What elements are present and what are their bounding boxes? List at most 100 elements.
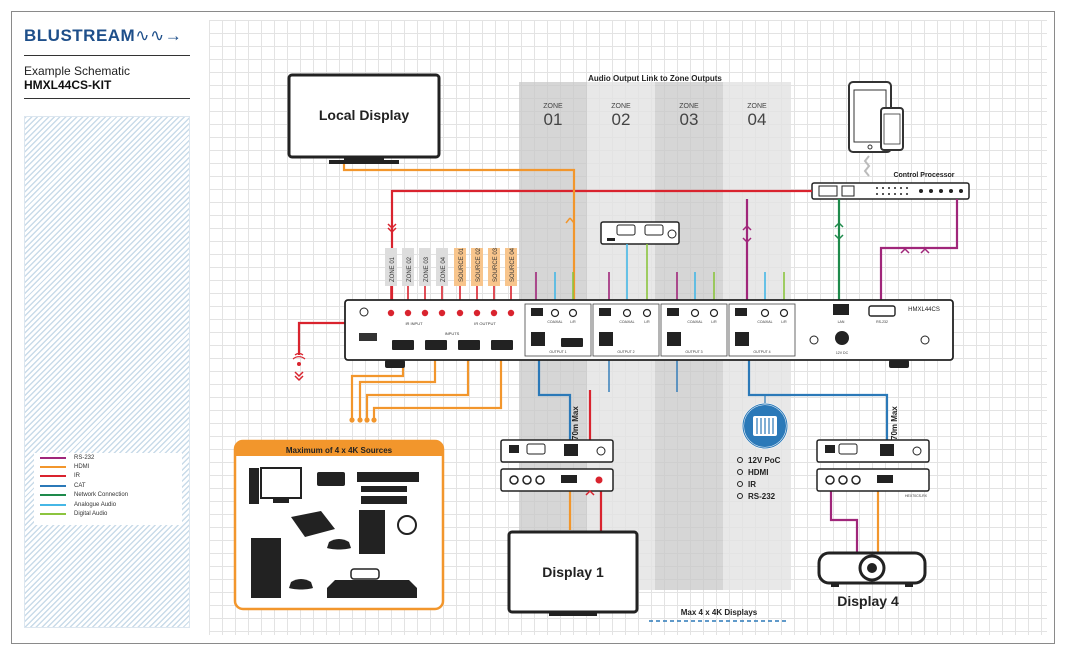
lr-label: L/R xyxy=(781,320,787,324)
legend-label: Analogue Audio xyxy=(74,501,117,508)
console-tower-icon xyxy=(251,538,281,598)
rx-model-label: HEX70CS-RX xyxy=(905,494,928,498)
legend-label: IR xyxy=(74,473,80,480)
pc-icon xyxy=(260,467,302,499)
streaming-box-icon xyxy=(317,472,345,486)
coax-label: COAXIAL xyxy=(757,320,772,324)
legend-swatch xyxy=(40,513,66,516)
ir-tag-label: ZONE 02 xyxy=(407,256,413,282)
receiver-4: HEX70CS-RX xyxy=(816,439,930,498)
display-1: Display 1 xyxy=(507,530,639,616)
legend-swatch xyxy=(40,503,66,506)
gamepad-icon xyxy=(327,539,351,550)
hdmi-local-display xyxy=(342,164,576,312)
power-label: 12V DC xyxy=(836,351,849,355)
legend-item: CAT xyxy=(34,481,182,490)
projector-icon: Display 4 xyxy=(817,551,927,609)
ir-tag-label: SOURCE 03 xyxy=(493,247,499,282)
amplifier xyxy=(600,221,680,245)
matrix-model: HMXL44CS xyxy=(908,307,940,313)
legend-item: Digital Audio xyxy=(34,509,182,518)
xbox-icon xyxy=(359,510,385,554)
legend-swatch xyxy=(40,475,66,478)
ir-tag-label: SOURCE 04 xyxy=(510,247,516,282)
camera-icon xyxy=(397,515,417,535)
max-displays-label: Max 4 x 4K Displays xyxy=(681,608,758,617)
lr-label: L/R xyxy=(711,320,717,324)
zone-output-blocks: COAXIAL L/R COAXIAL L/R COAXIAL L/R COAX… xyxy=(524,303,796,357)
brand-logo: BLUSTREAM∿∿→ xyxy=(24,26,190,46)
display-4-label: Display 4 xyxy=(837,593,899,609)
hatch-panel xyxy=(24,116,190,628)
cat-display1 xyxy=(537,356,572,450)
display-1-label: Display 1 xyxy=(542,564,604,580)
hdmi-source3 xyxy=(365,355,470,418)
hdmi-source2 xyxy=(358,355,437,418)
ir-output-label: IR OUTPUT xyxy=(474,321,496,326)
gamepad-icon xyxy=(289,579,313,590)
legend-label: Network Connection xyxy=(74,492,129,499)
ir-tag-label: ZONE 03 xyxy=(424,256,430,282)
zone-number: 03 xyxy=(680,110,699,129)
ir-tag-label: SOURCE 02 xyxy=(476,247,482,282)
hdmi-source4 xyxy=(372,355,503,418)
distance-label-4: 70m Max xyxy=(890,406,899,440)
tablet-phone-icon xyxy=(848,81,904,153)
audio-link-title: Audio Output Link to Zone Outputs xyxy=(588,74,722,83)
ir-emitter-icon xyxy=(292,352,306,360)
feature-ir: IR xyxy=(748,480,756,489)
zone-headers: ZONE 01 ZONE 02 ZONE 03 ZONE 04 xyxy=(543,103,767,129)
console-icon xyxy=(291,511,335,537)
rs232-label: RS-232 xyxy=(876,320,888,324)
receiver-1 xyxy=(500,439,614,492)
sources-title: Maximum of 4 x 4K Sources xyxy=(286,446,393,455)
zone-label: ZONE xyxy=(543,103,563,110)
zone-label: ZONE xyxy=(679,103,699,110)
legend-label: Digital Audio xyxy=(74,511,108,518)
local-display: Local Display xyxy=(287,73,441,164)
control-processor-label: Control Processor xyxy=(893,172,954,179)
lan-label: LAN xyxy=(838,320,845,324)
inputs-label: INPUTS xyxy=(445,331,460,336)
ir-tag-label: ZONE 04 xyxy=(441,256,447,282)
output-label: OUTPUT 1 xyxy=(549,350,566,354)
output-label: OUTPUT 3 xyxy=(685,350,702,354)
bluray-icon xyxy=(357,472,419,482)
schematic-subtitle: Example Schematic xyxy=(24,64,131,78)
sources-panel: Maximum of 4 x 4K Sources xyxy=(233,439,445,611)
legend-item: IR xyxy=(34,472,182,481)
legend-swatch xyxy=(40,466,66,469)
rs232-cable-matrix xyxy=(879,199,959,304)
ir-tag-label: SOURCE 01 xyxy=(459,247,465,282)
legend-item: HDMI xyxy=(34,462,182,471)
legend-swatch xyxy=(40,494,66,497)
brand-name: BLUSTREAM xyxy=(24,26,136,45)
coax-label: COAXIAL xyxy=(547,320,562,324)
legend-item: RS-232 xyxy=(34,453,182,462)
zone-label: ZONE xyxy=(747,103,767,110)
zone-number: 02 xyxy=(612,110,631,129)
lr-label: L/R xyxy=(644,320,650,324)
zone-number: 04 xyxy=(748,110,767,129)
sidebar: BLUSTREAM∿∿→ Example Schematic HMXL44CS-… xyxy=(24,20,190,632)
lr-label: L/R xyxy=(570,320,576,324)
legend-label: HDMI xyxy=(74,464,90,471)
ir-input-label: IR INPUT xyxy=(405,321,423,326)
cat-display4 xyxy=(747,356,889,450)
distance-label-1: 70m Max xyxy=(571,406,580,440)
zone-label: ZONE xyxy=(611,103,631,110)
feature-poc: 12V PoC xyxy=(748,456,781,465)
legend-label: RS-232 xyxy=(74,454,95,461)
divider xyxy=(24,98,190,99)
schematic-diagram: Audio Output Link to Zone Outputs ZONE 0… xyxy=(233,73,970,622)
legend-label: CAT xyxy=(74,482,86,489)
feature-hdmi: HDMI xyxy=(748,468,768,477)
ir-tags: ZONE 01 ZONE 02 ZONE 03 ZONE 04 SOURCE 0… xyxy=(385,247,517,310)
legend-item: Analogue Audio xyxy=(34,500,182,509)
schematic-frame: BLUSTREAM∿∿→ Example Schematic HMXL44CS-… xyxy=(11,11,1055,644)
control-processor: Control Processor xyxy=(811,172,970,200)
zone-number: 01 xyxy=(544,110,563,129)
wireless-link xyxy=(863,155,871,177)
logo-wave-icon: ∿∿→ xyxy=(135,26,183,45)
